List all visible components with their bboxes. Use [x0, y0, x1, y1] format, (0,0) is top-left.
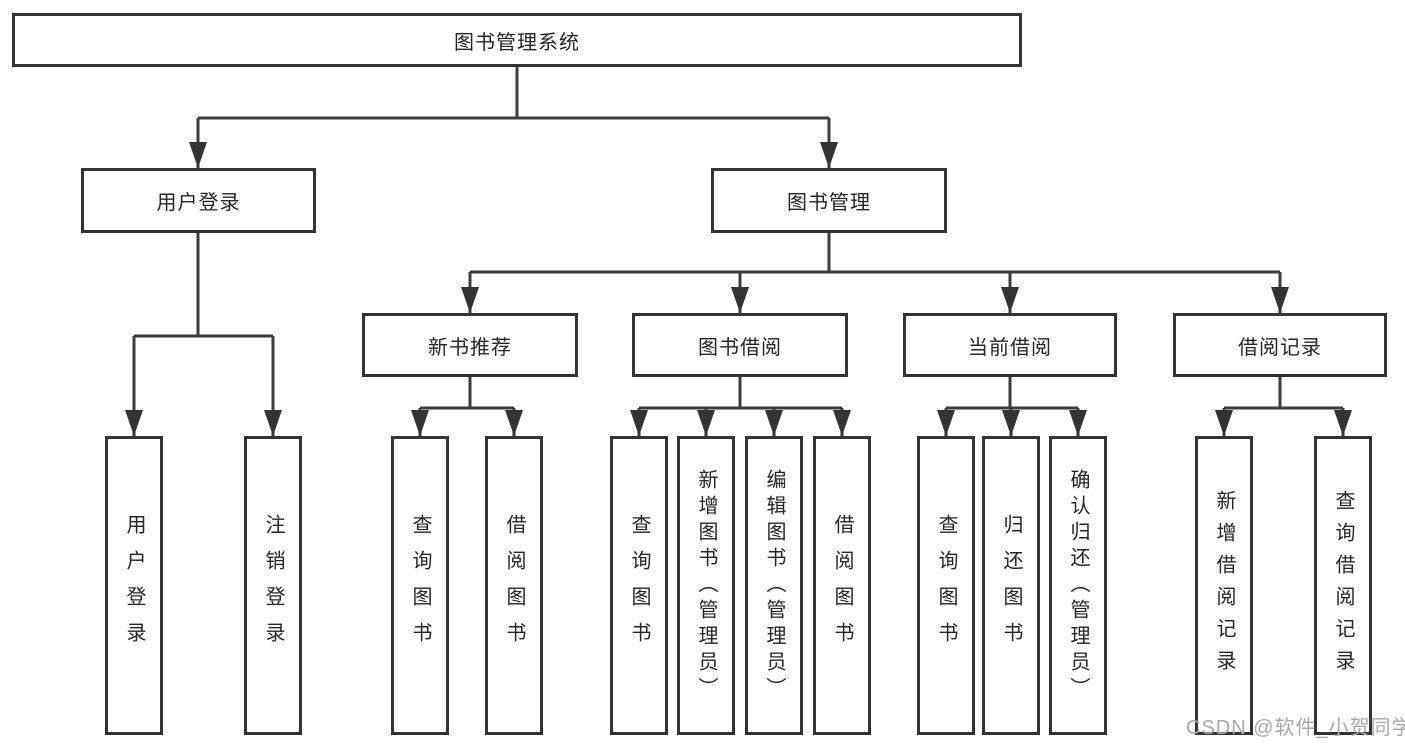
- leaf-user-login: 用户登录: [105, 436, 163, 735]
- leaf-query-books-newbook: 查询图书: [391, 436, 449, 735]
- leaf-borrow-books: 借阅图书: [813, 436, 871, 735]
- newbook-subtree-lines: [418, 377, 516, 436]
- leaf-add-borrow-record: 新增借阅记录: [1195, 436, 1253, 735]
- node-label: 图书借阅: [698, 336, 782, 359]
- leaf-borrow-books-newbook: 借阅图书: [485, 436, 543, 735]
- leaf-logout: 注销登录: [244, 436, 302, 735]
- node-label: 图书管理: [787, 192, 871, 214]
- login-subtree-lines: [132, 233, 275, 436]
- mgmt-to-level3-lines: [468, 233, 1282, 313]
- borrow-subtree-lines: [637, 377, 844, 436]
- leaf-query-books-borrow: 查询图书: [610, 436, 668, 735]
- node-label: 确认归还（管理员）: [1067, 468, 1089, 703]
- node-label: 归还图书: [1000, 513, 1022, 658]
- leaf-confirm-return-admin: 确认归还（管理员）: [1049, 436, 1107, 735]
- arrowheads: [125, 142, 1352, 436]
- node-label: 借阅记录: [1238, 336, 1322, 359]
- node-label: 用户登录: [156, 192, 241, 214]
- leaf-return-books: 归还图书: [982, 436, 1040, 735]
- root-to-level2-lines: [196, 67, 831, 168]
- node-label: 查询图书: [935, 513, 957, 658]
- node-borrowing-records: 借阅记录: [1173, 313, 1387, 377]
- node-current-borrowing: 当前借阅: [903, 313, 1117, 377]
- node-label: 新增图书（管理员）: [695, 468, 717, 703]
- node-book-management: 图书管理: [711, 168, 947, 233]
- node-book-borrowing: 图书借阅: [632, 313, 848, 377]
- watermark-text: CSDN @软件_小贺同学: [1186, 717, 1405, 739]
- node-root-system: 图书管理系统: [12, 13, 1022, 67]
- node-label: 借阅图书: [503, 513, 525, 658]
- leaf-add-books-admin: 新增图书（管理员）: [677, 436, 735, 735]
- node-user-login: 用户登录: [81, 168, 316, 233]
- node-label: 新书推荐: [428, 336, 512, 359]
- node-label: 查询图书: [409, 513, 431, 658]
- leaf-query-borrow-record: 查询借阅记录: [1314, 436, 1372, 735]
- node-new-book-recommend: 新书推荐: [362, 313, 578, 377]
- node-label: 图书管理系统: [454, 31, 580, 54]
- leaf-query-books-current: 查询图书: [917, 436, 975, 735]
- records-subtree-lines: [1222, 377, 1345, 436]
- node-label: 用户登录: [123, 513, 145, 658]
- node-label: 编辑图书（管理员）: [763, 468, 785, 703]
- node-label: 当前借阅: [968, 336, 1052, 359]
- leaf-edit-books-admin: 编辑图书（管理员）: [745, 436, 803, 735]
- node-label: 注销登录: [262, 513, 284, 658]
- node-label: 查询图书: [628, 513, 650, 658]
- node-label: 借阅图书: [831, 513, 853, 658]
- node-label: 查询借阅记录: [1332, 489, 1354, 682]
- node-label: 新增借阅记录: [1213, 489, 1235, 682]
